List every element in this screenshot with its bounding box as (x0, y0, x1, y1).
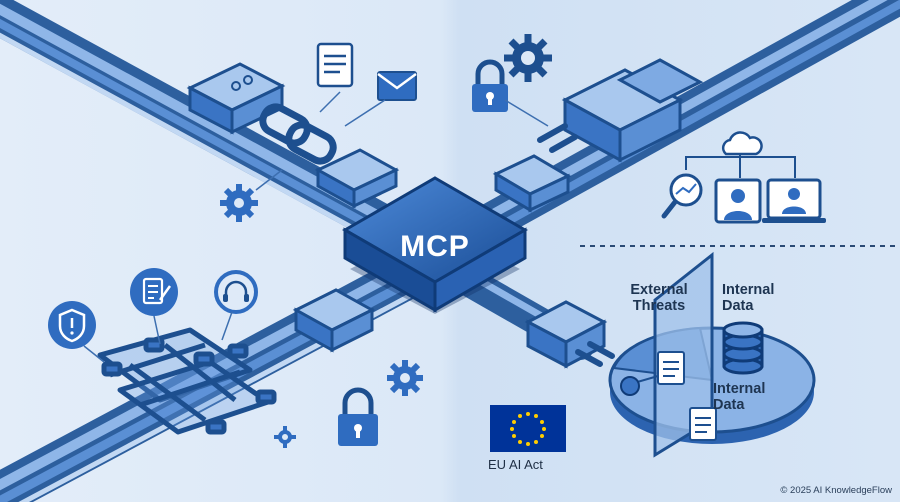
checklist-icon (130, 268, 178, 316)
internal-data-upper-line1: Internal (722, 282, 775, 298)
document-icon (316, 42, 354, 88)
database-icon (722, 321, 764, 375)
external-threats-line1: External (630, 282, 688, 298)
internal-data-label-lower: Internal Data (713, 381, 765, 413)
gear-icon-lower (387, 360, 423, 396)
shield-icon (48, 301, 96, 349)
internal-data-lower-line2: Data (713, 397, 745, 413)
usb-plug-connector (537, 58, 704, 163)
node-icon (620, 375, 659, 396)
gear-icon-left (220, 184, 258, 222)
connector-box-4 (492, 154, 572, 213)
mcp-chip (342, 176, 528, 314)
cloud-icon (721, 131, 763, 156)
eu-flag (490, 405, 566, 452)
internal-data-upper-line2: Data (722, 298, 754, 314)
internal-data-label-upper: Internal Data (722, 282, 774, 314)
eu-ai-act-label: EU AI Act (488, 457, 543, 472)
headset-icon (214, 270, 258, 314)
magnifier-icon (661, 173, 703, 219)
external-threats-label: External Threats (604, 282, 714, 314)
connector-box-1 (186, 62, 286, 135)
external-threats-line2: Threats (632, 298, 686, 314)
envelope-icon (377, 71, 417, 101)
document-icon-disc-1 (657, 351, 685, 385)
user-icon (714, 178, 762, 224)
mcp-label: MCP (400, 230, 470, 263)
document-icon-disc-2 (689, 407, 717, 441)
connector-box-3 (292, 288, 376, 353)
plug-connector-lower (524, 300, 615, 369)
copyright-footer: © 2025 AI KnowledgeFlow (780, 485, 892, 496)
gear-icon-small (274, 426, 296, 448)
lock-icon-top (472, 59, 508, 112)
gear-icon-top-right (504, 34, 552, 82)
laptop-icon (762, 178, 826, 223)
chain-link-connector (259, 103, 337, 165)
connector-lattice (97, 327, 277, 435)
connector-box-2 (314, 148, 400, 209)
lock-icon-bottom (338, 387, 378, 446)
internal-data-lower-line1: Internal (713, 381, 766, 397)
